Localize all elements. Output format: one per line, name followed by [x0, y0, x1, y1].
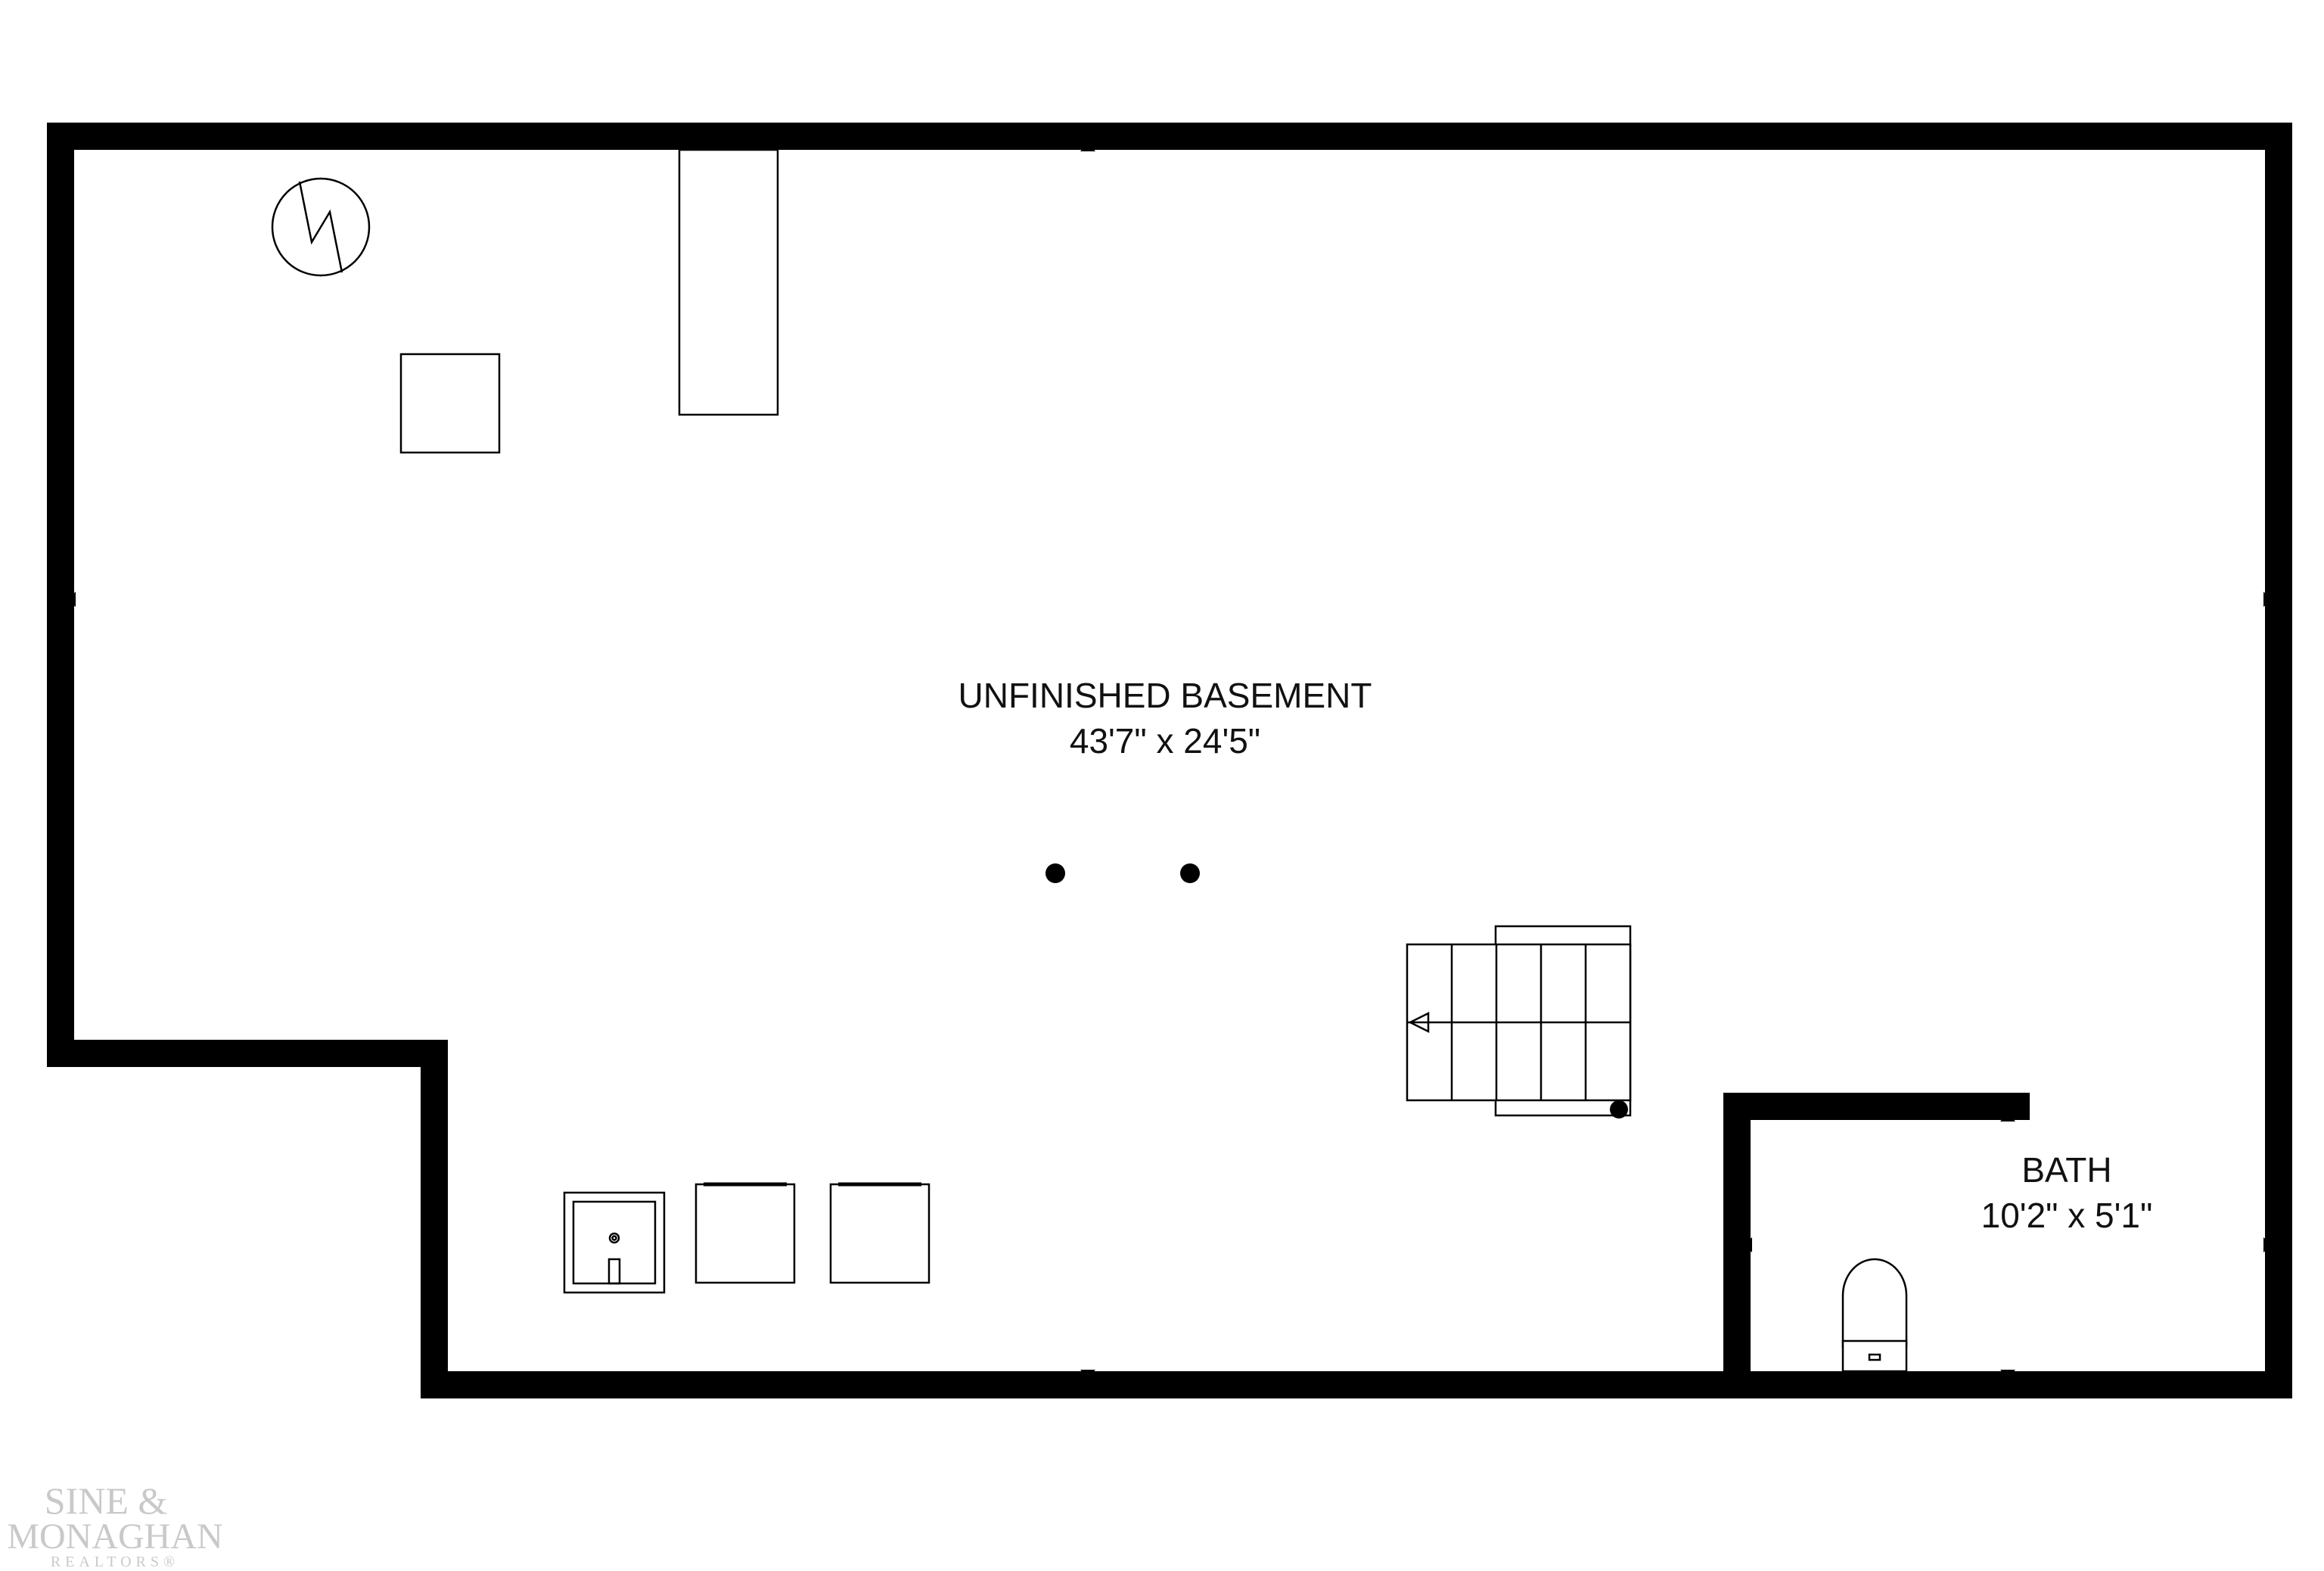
exterior-wall: [47, 123, 2292, 1398]
svg-text:SINE &: SINE &: [45, 1479, 168, 1522]
basement-room-name: UNFINISHED BASEMENT: [958, 676, 1372, 715]
toilet-icon: [1841, 1258, 1908, 1373]
duct-chase: [678, 148, 779, 416]
bath-room-name: BATH: [2021, 1150, 2111, 1190]
svg-text:MONAGHAN: MONAGHAN: [7, 1517, 222, 1557]
dimension-markers: [67, 142, 2273, 1379]
washer-icon: [694, 1182, 796, 1284]
support-column: [1180, 863, 1200, 883]
staircase: [1406, 925, 1632, 1118]
svg-text:REALTORS®: REALTORS®: [51, 1554, 179, 1570]
support-column: [1045, 863, 1065, 883]
laundry-sink-icon: [563, 1191, 666, 1294]
bath-partition-wall: [1723, 1093, 2030, 1398]
bath-room-dimensions: 10'2" x 5'1": [1981, 1196, 2153, 1235]
dryer-icon: [829, 1182, 931, 1284]
utility-box: [399, 353, 501, 454]
electrical-panel-icon: [271, 177, 371, 277]
basement-room-dimensions: 43'7" x 24'5": [1070, 721, 1260, 761]
realtor-logo: SINE & MONAGHAN REALTORS®: [7, 1479, 222, 1570]
